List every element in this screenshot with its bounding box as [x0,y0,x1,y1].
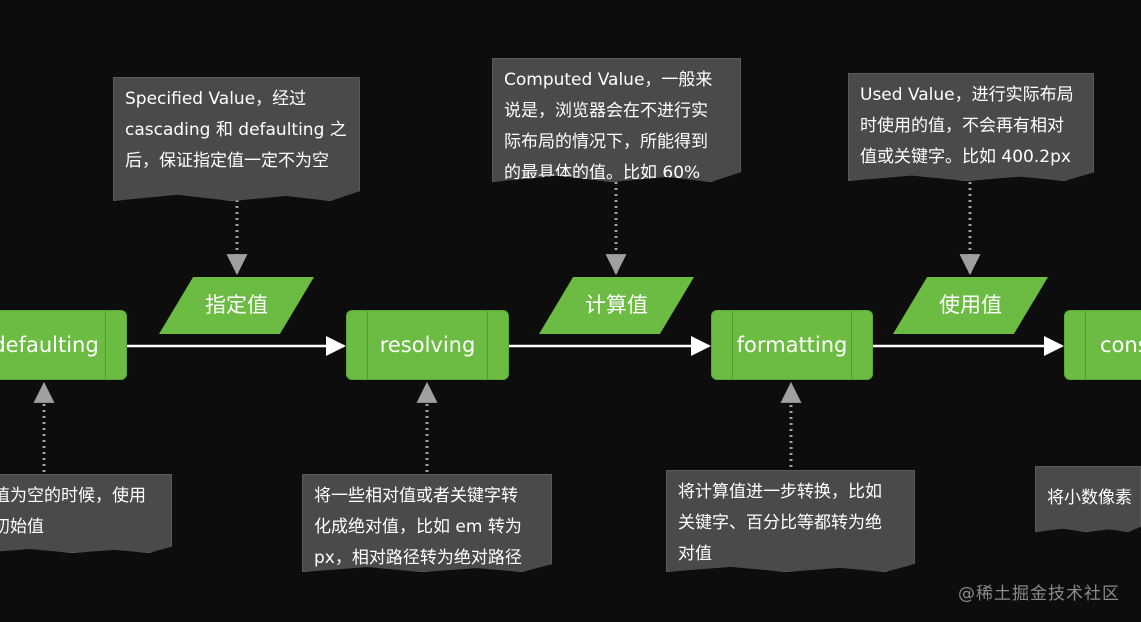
note-line: 际布局的情况下，所能得到 [504,132,708,152]
process-node-formatting: formatting [711,310,873,380]
note-used-value: Used Value，进行实际布局 时使用的值，不会再有相对 值或关键字。比如 … [848,73,1094,181]
node-divider [487,311,488,379]
note-line: px，相对路径转为绝对路径 [314,548,522,568]
note-line: 化成绝对值，比如 em 转为 [314,517,522,537]
note-line: 值或关键字。比如 400.2px [860,147,1071,167]
note-specified-value: Specified Value，经过 cascading 和 defaultin… [113,77,360,201]
process-node-defaulting: defaulting [0,310,127,380]
note-line: Computed Value，一般来 [504,70,713,90]
watermark: @稀土掘金技术社区 [958,584,1120,604]
note-line: cascading 和 defaulting 之 [125,120,347,140]
note-line: 后，保证指定值一定不为空 [125,151,329,171]
note-line: 将小数像素 [1047,488,1132,508]
process-label: resolving [379,333,476,357]
note-defaulting: 值为空的时候，使用 初始值 [0,474,172,553]
note-line: 时使用的值，不会再有相对 [860,116,1064,136]
note-line: 将一些相对值或者关键字转 [314,486,518,506]
note-line: 将计算值进一步转换，比如 [678,482,882,502]
note-line: Specified Value，经过 [125,89,307,109]
note-computed-value: Computed Value，一般来 说是，浏览器会在不进行实 际布局的情况下，… [492,58,741,182]
process-node-constraining: cons [1064,310,1141,380]
note-line: Used Value，进行实际布局 [860,85,1074,105]
node-divider [1085,311,1086,379]
note-line: 对值 [678,544,712,564]
node-divider [105,311,106,379]
node-divider [732,311,733,379]
note-resolving: 将一些相对值或者关键字转 化成绝对值，比如 em 转为 px，相对路径转为绝对路… [302,474,552,572]
process-label: cons [1100,333,1141,357]
node-divider [367,311,368,379]
process-label: defaulting [0,333,99,357]
note-constraining: 将小数像素 [1035,466,1141,532]
process-node-resolving: resolving [346,310,509,380]
note-formatting: 将计算值进一步转换，比如 关键字、百分比等都转为绝 对值 [666,470,915,572]
note-line: 说是，浏览器会在不进行实 [504,101,708,121]
node-divider [851,311,852,379]
note-line: 值为空的时候，使用 [0,486,146,506]
note-line: 初始值 [0,517,44,537]
process-label: formatting [736,333,848,357]
note-line: 关键字、百分比等都转为绝 [678,513,882,533]
